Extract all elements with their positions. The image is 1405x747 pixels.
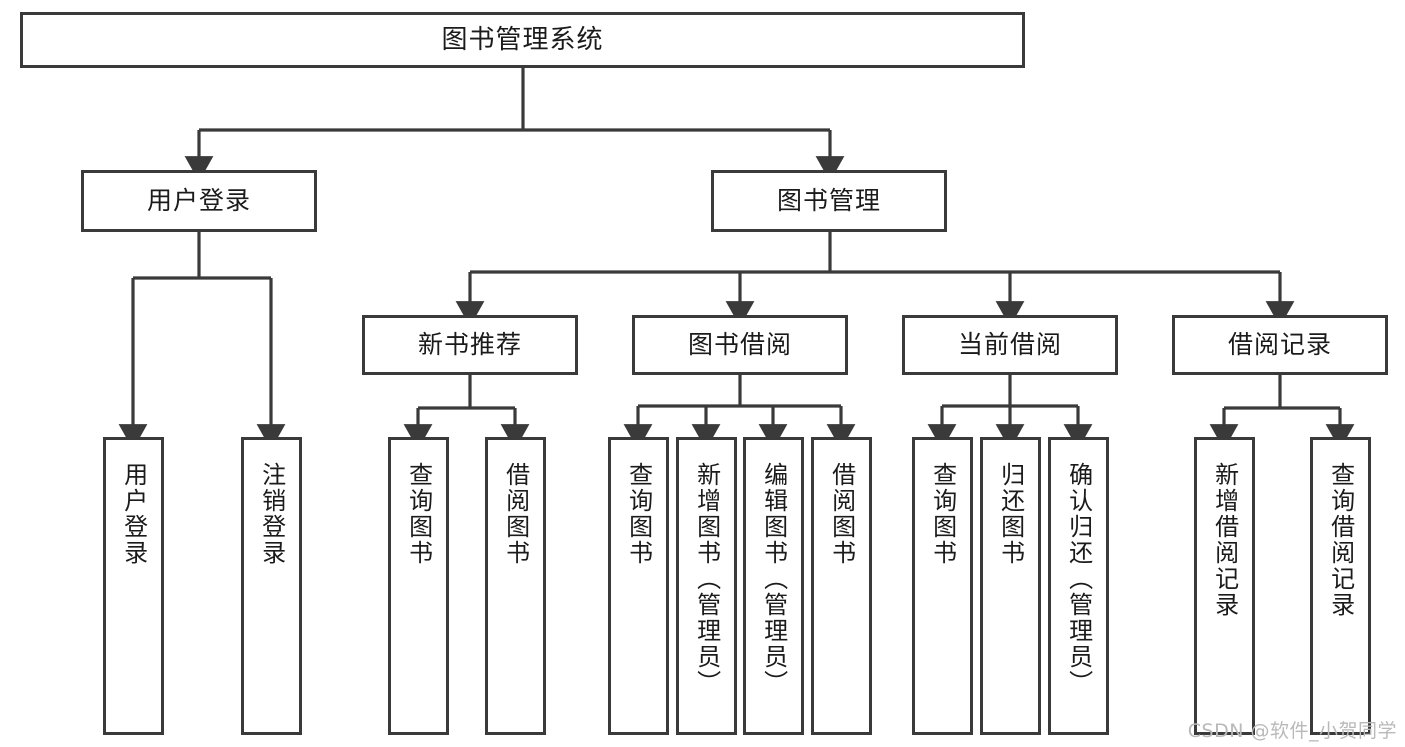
node-leaf-confirm-return-admin[interactable]: 确认归还（管理员） (1048, 437, 1109, 735)
node-label: 借阅图书 (827, 462, 856, 566)
node-current-borrow[interactable]: 当前借阅 (902, 315, 1118, 375)
node-leaf-edit-book-admin[interactable]: 编辑图书（管理员） (743, 437, 804, 735)
node-leaf-query-book-current[interactable]: 查询图书 (912, 437, 973, 735)
node-book-management[interactable]: 图书管理 (711, 170, 947, 232)
node-label: 用户登录 (146, 186, 251, 216)
node-leaf-add-borrow-record[interactable]: 新增借阅记录 (1194, 437, 1255, 735)
node-label: 图书借阅 (687, 330, 792, 360)
node-leaf-query-borrow-record[interactable]: 查询借阅记录 (1310, 437, 1371, 735)
node-label: 用户登录 (119, 462, 148, 566)
csdn-watermark: CSDN @软件_小贺同学 (1187, 720, 1397, 742)
node-label: 注销登录 (257, 462, 286, 566)
node-label: 新书推荐 (417, 330, 522, 360)
node-leaf-add-book-admin[interactable]: 新增图书（管理员） (676, 437, 737, 735)
node-user-login[interactable]: 用户登录 (81, 170, 317, 232)
node-leaf-query-book-recommend[interactable]: 查询图书 (388, 437, 449, 735)
node-label: 新增图书（管理员） (692, 462, 721, 696)
node-borrow-record[interactable]: 借阅记录 (1172, 315, 1388, 375)
node-label: 查询图书 (928, 462, 957, 566)
node-leaf-borrow-book-recommend[interactable]: 借阅图书 (485, 437, 546, 735)
node-label: 查询图书 (624, 462, 653, 566)
node-label: 查询借阅记录 (1326, 462, 1355, 618)
node-leaf-logout-login[interactable]: 注销登录 (241, 437, 302, 735)
node-leaf-user-login[interactable]: 用户登录 (103, 437, 164, 735)
node-label: 当前借阅 (957, 330, 1062, 360)
node-label: 确认归还（管理员） (1064, 462, 1093, 696)
node-label: 新增借阅记录 (1210, 462, 1239, 618)
node-new-book-recommend[interactable]: 新书推荐 (362, 315, 578, 375)
node-label: 借阅图书 (501, 462, 530, 566)
node-label: 图书管理 (776, 186, 881, 216)
node-root-book-management-system[interactable]: 图书管理系统 (20, 12, 1025, 68)
node-book-borrow[interactable]: 图书借阅 (632, 315, 848, 375)
node-label: 归还图书 (996, 462, 1025, 566)
node-label: 借阅记录 (1227, 330, 1332, 360)
node-label: 编辑图书（管理员） (759, 462, 788, 696)
node-leaf-return-book[interactable]: 归还图书 (980, 437, 1041, 735)
node-label: 查询图书 (404, 462, 433, 566)
node-leaf-query-book-borrow[interactable]: 查询图书 (608, 437, 669, 735)
node-leaf-borrow-book[interactable]: 借阅图书 (811, 437, 872, 735)
node-label: 图书管理系统 (441, 24, 604, 55)
